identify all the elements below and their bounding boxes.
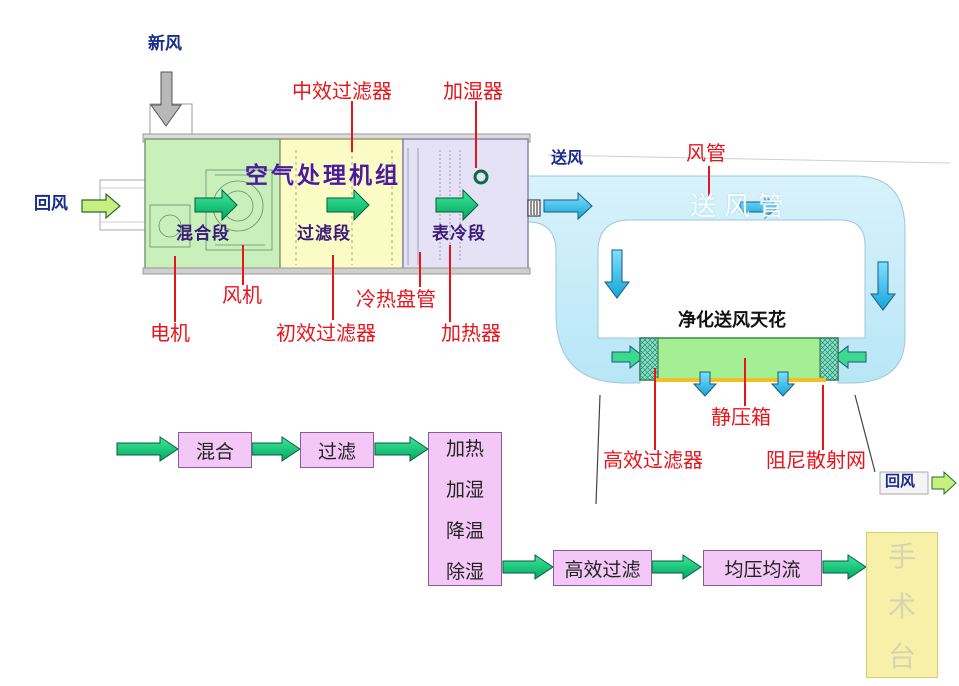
leader-lines bbox=[174, 101, 824, 450]
filter-section-label: 过滤段 bbox=[297, 224, 351, 244]
supply-duct-title: 送风管 bbox=[690, 192, 793, 222]
return-air-label: 回风 bbox=[34, 194, 68, 214]
supply-air-label: 送风 bbox=[551, 148, 584, 167]
room-outline bbox=[547, 154, 951, 505]
flow-process-item: 降温 bbox=[445, 520, 484, 542]
plenum-outlet-arrows bbox=[692, 371, 796, 397]
flow-process-item: 除湿 bbox=[445, 561, 484, 583]
operating-table-char: 手 bbox=[887, 540, 916, 573]
return-air-right-label: 回风 bbox=[885, 472, 916, 490]
flow-process-box: 加热 加湿 降温 除湿 bbox=[428, 432, 502, 586]
fresh-air-intake bbox=[149, 71, 193, 135]
flow-hepa-label: 高效过滤 bbox=[564, 558, 641, 581]
flow-hepa-box: 高效过滤 bbox=[553, 550, 652, 586]
duct-flow-arrows bbox=[543, 191, 896, 370]
ahu-title: 空气处理机组 bbox=[245, 162, 401, 189]
cooling-section-label: 表冷段 bbox=[432, 224, 486, 244]
ceiling-label: 净化送风天花 bbox=[678, 310, 786, 331]
plenum-label: 静压箱 bbox=[711, 405, 771, 429]
motor-label: 电机 bbox=[150, 321, 190, 345]
ahu-flow-arrows bbox=[194, 188, 479, 222]
fresh-air-label: 新风 bbox=[148, 34, 182, 54]
operating-table-box: 手 术 台 bbox=[866, 532, 938, 678]
flow-equalize-box: 均压均流 bbox=[703, 550, 822, 586]
heater-label: 加热器 bbox=[441, 321, 501, 345]
flow-mix-box: 混合 bbox=[178, 432, 252, 468]
ahu-unit bbox=[142, 133, 541, 275]
hepa-label: 高效过滤器 bbox=[603, 448, 703, 472]
ceiling-plenum bbox=[639, 337, 839, 382]
flow-filter-box: 过滤 bbox=[300, 432, 374, 468]
fan-label: 风机 bbox=[222, 283, 262, 307]
operating-table-char: 术 bbox=[887, 590, 916, 623]
primary-filter-label: 初效过滤器 bbox=[276, 321, 376, 345]
operating-table-char: 台 bbox=[887, 640, 916, 673]
flow-chain-arrows bbox=[116, 436, 867, 580]
flow-equalize-label: 均压均流 bbox=[724, 558, 801, 581]
flow-process-item: 加湿 bbox=[445, 479, 484, 501]
return-air-right-box bbox=[879, 471, 929, 495]
flow-filter-label: 过滤 bbox=[317, 440, 356, 463]
return-air-arrow bbox=[81, 192, 121, 220]
flow-process-item: 加热 bbox=[445, 438, 484, 460]
flow-mix-label: 混合 bbox=[195, 440, 234, 463]
duct-label: 风管 bbox=[686, 141, 726, 165]
medium-filter-label: 中效过滤器 bbox=[292, 79, 392, 103]
diffuser-label: 阻尼散射网 bbox=[766, 448, 866, 472]
return-air-right-arrow bbox=[931, 470, 957, 496]
mixing-section-label: 混合段 bbox=[176, 224, 230, 244]
coil-label: 冷热盘管 bbox=[356, 287, 436, 311]
humidifier-icon bbox=[473, 169, 489, 185]
supply-duct bbox=[527, 175, 906, 384]
humidifier-label: 加湿器 bbox=[443, 79, 503, 103]
